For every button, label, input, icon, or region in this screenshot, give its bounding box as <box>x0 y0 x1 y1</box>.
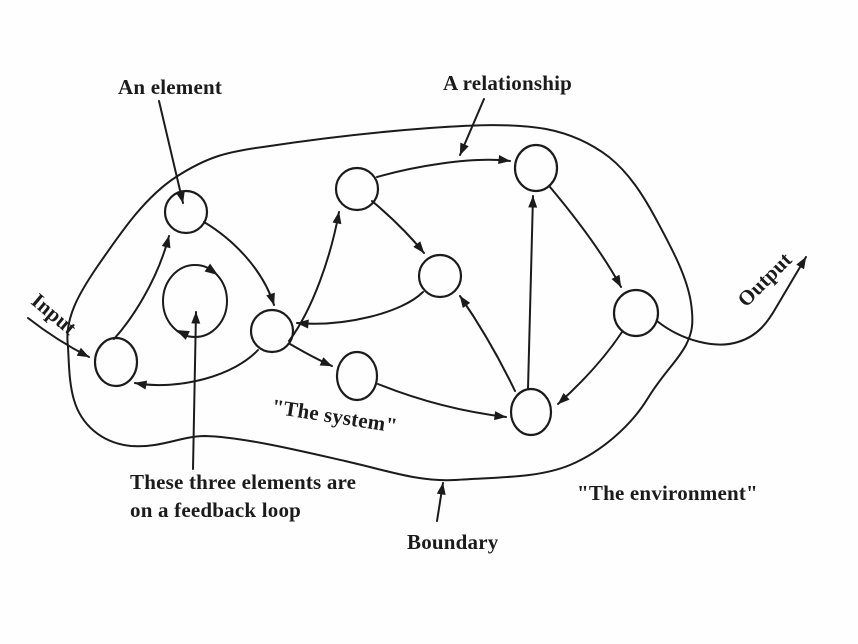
edge-hub-to-uppermid <box>288 211 342 342</box>
element-top-right <box>513 143 559 193</box>
edge-hub-to-inflow <box>134 349 259 390</box>
edge-topleft-to-hub <box>203 221 275 306</box>
element-inflow <box>93 336 139 388</box>
element-outflow <box>612 288 660 338</box>
label-the-system: "The system" <box>270 394 399 438</box>
edge-input <box>27 317 90 358</box>
element-hub <box>249 308 295 354</box>
label-feedback-note-line1: These three elements are <box>130 470 356 494</box>
edge-topright-to-outflow <box>549 186 622 288</box>
edge-lowerright-to-mid <box>459 295 516 392</box>
element-mid <box>417 253 463 299</box>
label-feedback-note-line2: on a feedback loop <box>130 498 301 522</box>
leader-a-relationship <box>459 98 485 156</box>
edge-lowerright-to-topright <box>527 195 538 390</box>
label-leader-arrows <box>158 98 485 522</box>
label-the-environment: "The environment" <box>577 481 758 505</box>
element-upper-mid <box>334 166 380 212</box>
diagram-labels: An element A relationship Input Output "… <box>27 71 797 554</box>
system-boundary-curve <box>66 124 694 482</box>
leader-an-element <box>158 100 185 204</box>
edge-lowermid-to-lowerright <box>377 383 507 421</box>
element-lower-right <box>509 387 553 437</box>
edge-uppermid-to-topright <box>376 155 511 178</box>
feedback-loop-arrowhead-bottom <box>176 330 190 340</box>
label-boundary: Boundary <box>407 530 499 554</box>
edge-mid-to-hub <box>296 291 424 329</box>
edge-output <box>656 256 807 346</box>
element-lower-mid <box>335 350 379 402</box>
feedback-loop-arrowhead-top <box>204 263 218 275</box>
element-top-left <box>163 189 209 235</box>
leader-feedback-note <box>191 311 201 470</box>
edge-hub-to-lowermid <box>289 343 333 367</box>
edge-uppermid-to-mid <box>371 200 425 254</box>
edge-inflow-to-topleft <box>113 235 171 340</box>
label-input: Input <box>27 288 82 339</box>
relationship-arrows <box>27 155 807 421</box>
edge-outflow-to-lowerright <box>557 331 623 405</box>
label-a-relationship: A relationship <box>443 71 572 95</box>
label-an-element: An element <box>118 75 222 99</box>
leader-boundary <box>436 482 446 522</box>
label-output: Output <box>733 247 797 311</box>
